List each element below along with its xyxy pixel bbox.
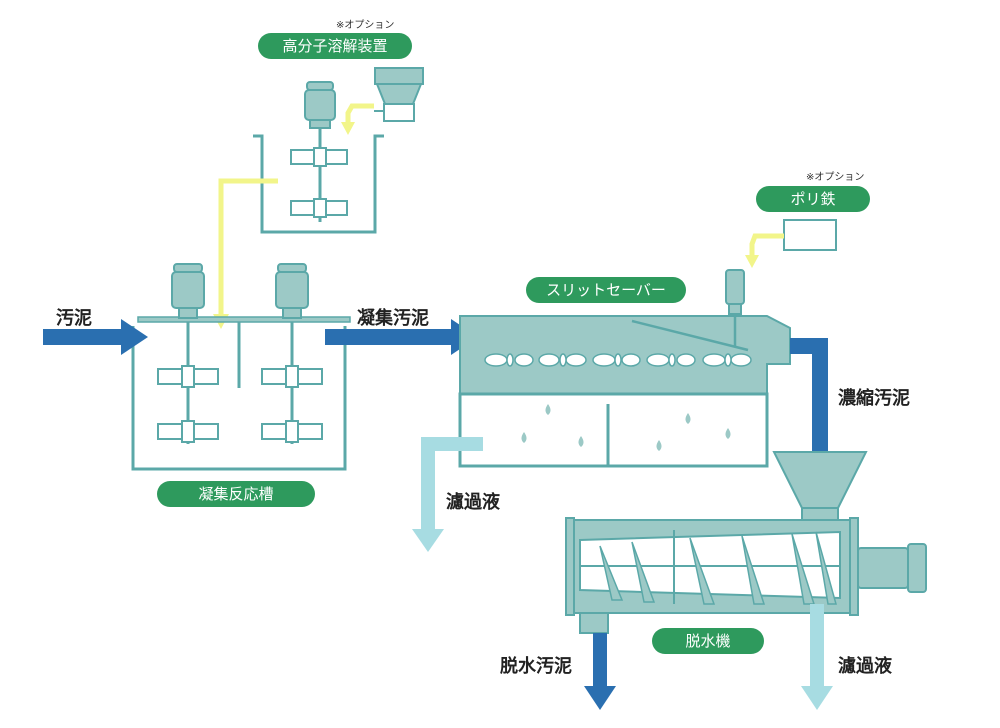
polymer-unit-label: 高分子溶解装置 bbox=[258, 33, 412, 59]
thickened-sludge-label: 濃縮汚泥 bbox=[838, 388, 910, 409]
flocculated-sludge-label: 凝集汚泥 bbox=[357, 308, 429, 329]
filtrate-drops bbox=[521, 404, 731, 451]
polymer-feed-line bbox=[345, 103, 374, 125]
polymer-dissolving-unit bbox=[253, 67, 424, 234]
filtrate-1-arrow bbox=[412, 437, 483, 552]
reaction-tank bbox=[131, 263, 351, 471]
dewatered-sludge-label: 脱水汚泥 bbox=[500, 656, 572, 677]
dewaterer-label: 脱水機 bbox=[652, 628, 764, 654]
polymer-feed-arrowhead bbox=[341, 122, 355, 135]
slit-saver-label: スリットセーバー bbox=[526, 277, 686, 303]
dewatered-sludge-arrow bbox=[584, 633, 616, 710]
poly-iron-unit bbox=[745, 219, 837, 268]
filtrate-2-label: 濾過液 bbox=[838, 656, 892, 677]
sludge-in-label: 汚泥 bbox=[56, 308, 92, 329]
slit-screen bbox=[484, 353, 752, 367]
polymer-tank bbox=[253, 134, 384, 234]
filtrate-2-arrow bbox=[801, 604, 833, 710]
polymer-motor bbox=[304, 81, 336, 129]
poly-iron-label: ポリ鉄 bbox=[756, 186, 870, 212]
polymer-hopper bbox=[374, 67, 424, 122]
reaction-tank-label: 凝集反応槽 bbox=[157, 481, 315, 507]
filtrate-1-label: 濾過液 bbox=[446, 492, 500, 513]
dewatering-machine bbox=[565, 451, 927, 634]
polymer-to-reactor-line bbox=[218, 178, 278, 318]
polymer-option-note: ※オプション bbox=[336, 20, 395, 31]
sludge-inlet-arrow bbox=[43, 319, 148, 355]
screw-flights bbox=[599, 531, 837, 605]
slit-saver bbox=[458, 269, 791, 468]
poly-iron-option-note: ※オプション bbox=[806, 172, 865, 183]
